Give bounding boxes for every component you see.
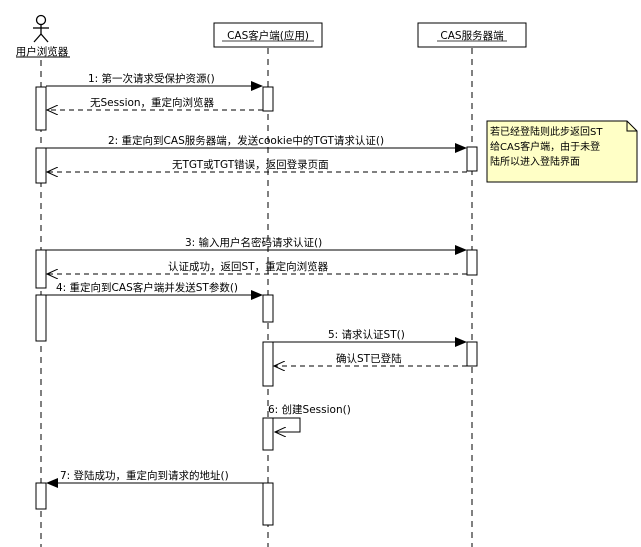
activation-client-2 — [262, 294, 274, 323]
return-1-label: 无Session，重定向浏览器 — [90, 96, 215, 109]
participant-server-box: CAS服务器端 — [417, 22, 527, 48]
actor-user-icon — [33, 14, 49, 43]
note-box: 若已经登陆则此步返回ST 给CAS客户端，由于未登 陆所以进入登陆界面 — [486, 120, 638, 183]
return-2-label: 无TGT或TGT错误，返回登录页面 — [172, 158, 329, 171]
return-5-label: 确认ST已登陆 — [336, 352, 402, 365]
message-3-label: 3: 输入用户名密码请求认证() — [185, 236, 322, 249]
note-line-1: 若已经登陆则此步返回ST — [490, 125, 603, 138]
activation-user-4 — [35, 294, 47, 342]
note-line-3: 陆所以进入登陆界面 — [490, 155, 580, 168]
participant-server-label: CAS服务器端 — [440, 29, 504, 42]
activation-server-1 — [466, 146, 478, 172]
message-4-label: 4: 重定向到CAS客户端并发送ST参数() — [56, 281, 238, 294]
message-6-label: 6: 创建Session() — [268, 403, 351, 416]
activation-server-2 — [466, 249, 478, 276]
message-5-label: 5: 请求认证ST() — [328, 328, 405, 341]
message-2-label: 2: 重定向到CAS服务器端，发送cookie中的TGT请求认证() — [108, 134, 384, 147]
activation-bars — [35, 86, 478, 526]
activation-client-1 — [262, 86, 274, 112]
participant-user-label: 用户浏览器 — [16, 45, 69, 58]
note-line-2: 给CAS客户端，由于未登 — [490, 140, 600, 153]
activation-user-1 — [35, 86, 47, 131]
activation-user-5 — [35, 482, 47, 510]
participant-client-label: CAS客户端(应用) — [227, 29, 309, 42]
message-1-label: 1: 第一次请求受保护资源() — [88, 72, 215, 85]
activation-client-4 — [262, 417, 274, 451]
activation-user-3 — [35, 249, 47, 289]
activation-client-5 — [262, 482, 274, 526]
message-7-label: 7: 登陆成功，重定向到请求的地址() — [60, 469, 229, 482]
message-6-arrow — [273, 417, 301, 432]
return-3-label: 认证成功，返回ST，重定向浏览器 — [168, 260, 329, 273]
activation-user-2 — [35, 147, 47, 184]
participant-client-box: CAS客户端(应用) — [213, 22, 323, 48]
activation-server-3 — [466, 341, 478, 367]
activation-client-3 — [262, 341, 274, 387]
